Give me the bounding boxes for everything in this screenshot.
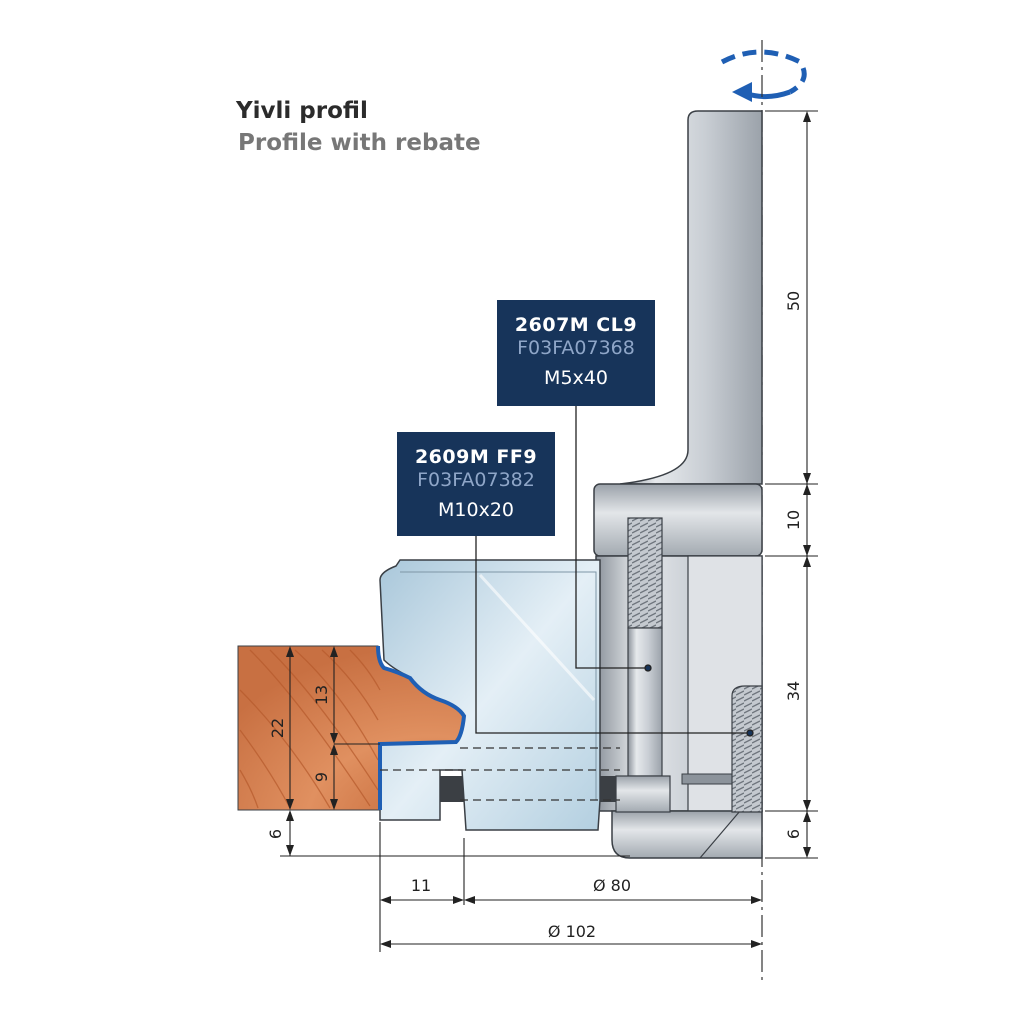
part-code: 2609M FF9 (414, 446, 538, 468)
dim-profile: 13 (312, 685, 331, 705)
part-size: M5x40 (544, 367, 608, 389)
title-english: Profile with rebate (238, 130, 481, 156)
dim-workpiece: 22 (268, 718, 287, 738)
base-flange (611, 810, 763, 859)
dim-shank: 50 (784, 291, 803, 311)
dim-inner-diameter: Ø 80 (593, 876, 631, 895)
bolt-m5x40 (615, 517, 671, 813)
leader-lines (475, 406, 754, 737)
left-dimension-arrows (286, 646, 338, 856)
rotation-arrow-icon (720, 49, 807, 102)
dim-rebate: 9 (312, 772, 331, 782)
collar (593, 483, 763, 557)
right-dimension-arrows (803, 111, 811, 858)
part-ref: F03FA07368 (517, 337, 635, 359)
part-label-cl9: 2607M CL9 F03FA07368 M5x40 (497, 300, 655, 406)
dim-body: 34 (784, 681, 803, 701)
wood-workpiece (237, 645, 467, 811)
part-label-ff9: 2609M FF9 F03FA07382 M10x20 (397, 432, 555, 536)
flange-bevel (699, 810, 741, 859)
dim-outer-diameter: Ø 102 (548, 922, 596, 941)
bottom-dimension-arrows (380, 896, 762, 948)
threaded-rod (731, 685, 763, 813)
bottom-dimensions (379, 822, 760, 952)
title-turkish: Yivli profil (236, 98, 368, 124)
part-ref: F03FA07382 (417, 469, 535, 491)
hidden-lines (380, 747, 620, 801)
dim-offset: 6 (266, 829, 285, 839)
dim-rebate-width: 11 (411, 876, 431, 895)
dim-base: 6 (784, 829, 803, 839)
part-size: M10x20 (438, 499, 514, 521)
part-code: 2607M CL9 (514, 314, 638, 336)
dim-collar: 10 (784, 510, 803, 530)
right-dimensions (765, 110, 818, 859)
shank (619, 110, 763, 485)
